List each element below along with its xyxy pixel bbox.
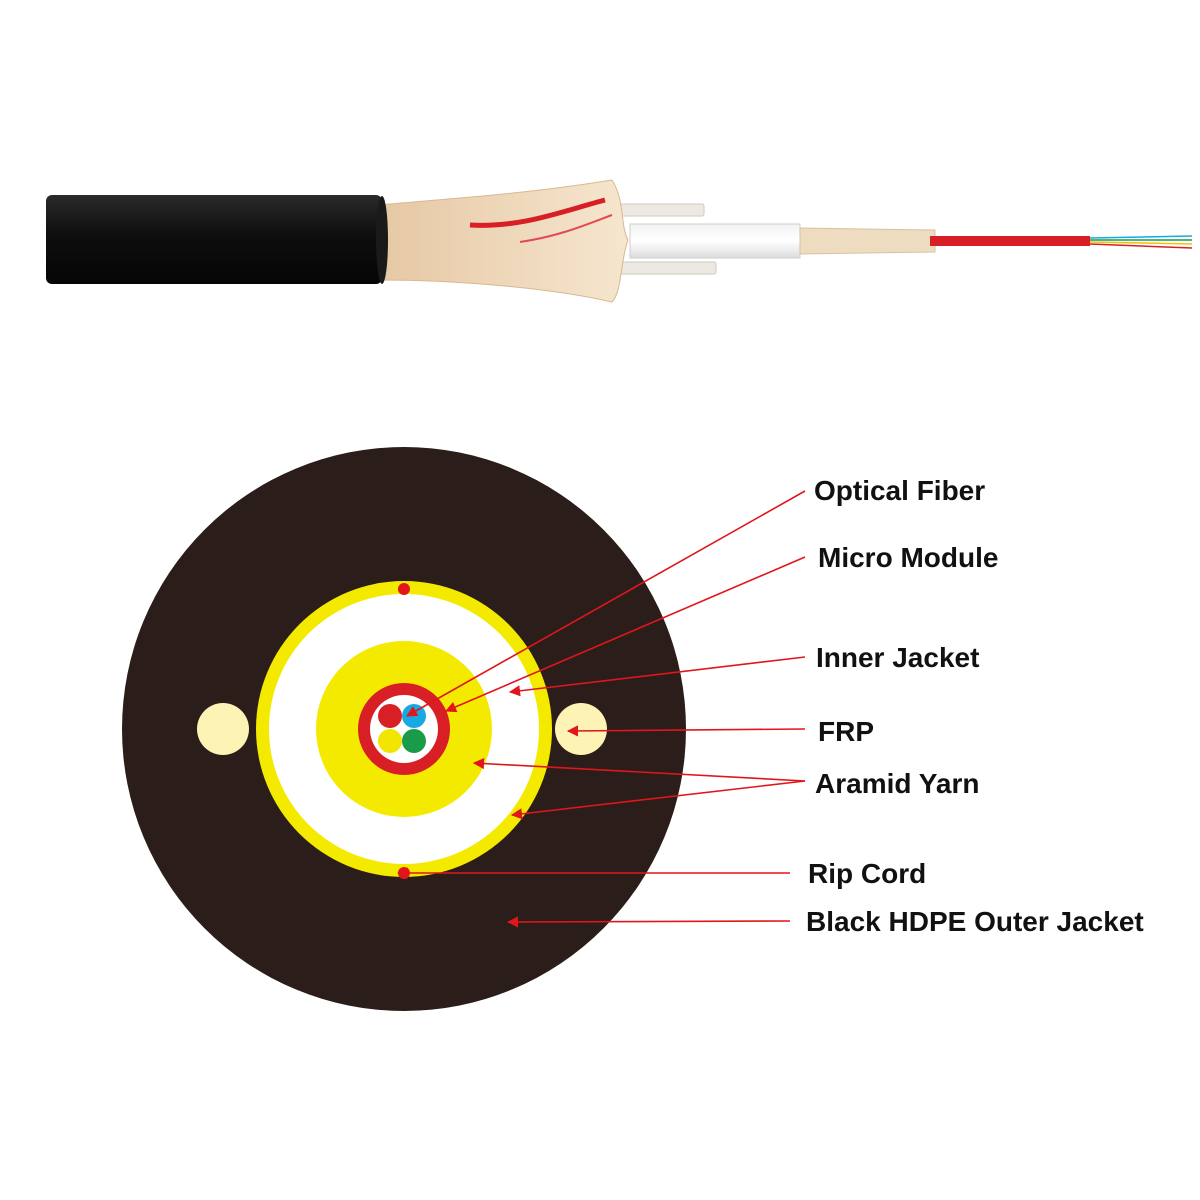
fiber-ends (1089, 235, 1193, 249)
fiber-red (378, 704, 402, 728)
rip-cord-top (398, 583, 410, 595)
fiber-green (402, 729, 426, 753)
label-optical-fiber: Optical Fiber (814, 475, 985, 506)
label-micro-module: Micro Module (818, 542, 998, 573)
labels: Optical Fiber Micro Module Inner Jacket … (806, 475, 1144, 937)
micro-module-strand (930, 236, 1090, 246)
leader-aramid-inner (472, 757, 806, 782)
jacket-cut-end (376, 196, 388, 284)
label-frp: FRP (818, 716, 874, 747)
fiber-yellow (378, 729, 402, 753)
label-inner-jacket: Inner Jacket (816, 642, 979, 673)
leader-inner-jacket (508, 656, 806, 697)
stripped-cable-illustration (46, 179, 1193, 303)
black-outer-jacket-segment (46, 195, 382, 284)
leader-outer-jacket (506, 916, 791, 928)
inner-jacket-tube (629, 223, 801, 259)
label-outer-jacket: Black HDPE Outer Jacket (806, 906, 1144, 937)
red-ripcord-strand (469, 197, 606, 228)
leader-optical-fiber (406, 490, 806, 717)
aramid-yarn-fan (379, 179, 629, 303)
cross-section (122, 447, 686, 1011)
inner-aramid-yarn (799, 227, 936, 255)
label-rip-cord: Rip Cord (808, 858, 926, 889)
frp-right (555, 703, 607, 755)
leader-micro-module (444, 556, 806, 713)
frp-left (197, 703, 249, 755)
label-aramid-yarn: Aramid Yarn (815, 768, 979, 799)
leader-aramid-outer (510, 780, 806, 820)
leader-frp (566, 725, 806, 737)
micro-module-core (370, 695, 438, 763)
red-ripcord-strand-2 (519, 214, 613, 243)
leader-lines (396, 490, 806, 928)
